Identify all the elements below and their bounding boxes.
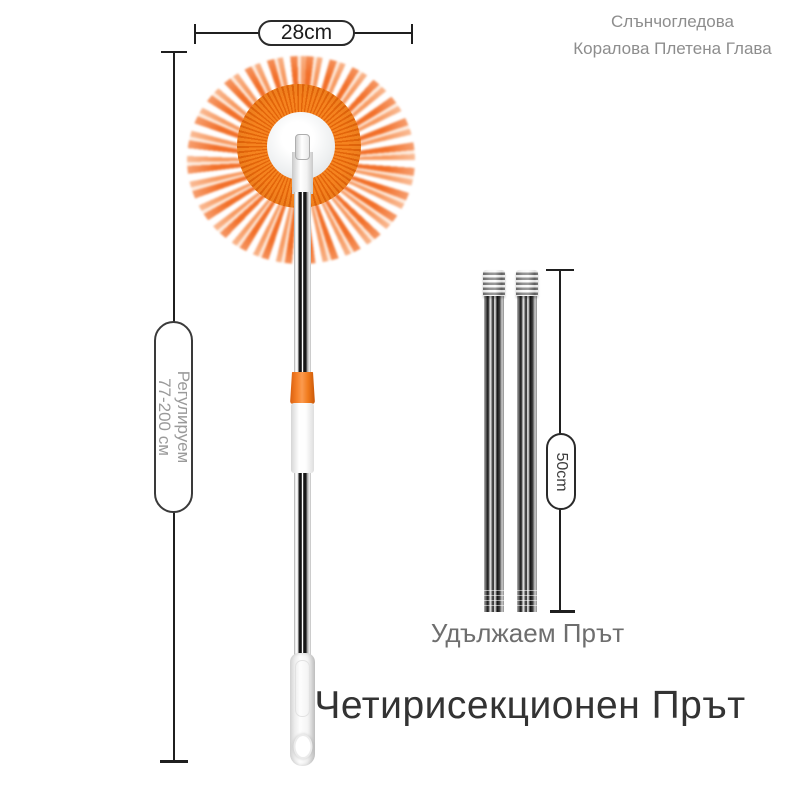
four-section-pole-caption: Четирисекционен Прът [314,684,746,727]
mop-head-connector [292,152,313,194]
product-title-line1: Слънчогледова [610,12,735,31]
pole-lock-collar [290,372,315,404]
pole-upper-section [294,192,311,374]
extension-length-value: 50cm [553,451,570,492]
mop-head-swivel-joint [295,134,310,160]
pole-lower-section [294,472,311,655]
head-width-dimension-tick-right [411,24,413,44]
adjustable-length-tick-bottom [160,760,188,763]
extension-pole-caption: Удължаем Прът [430,618,625,648]
handle-hanging-hole [293,734,312,759]
extension-pole-1 [484,272,504,612]
head-width-value: 28cm [280,21,333,44]
product-title: Слънчогледова Коралова Плетена Глава [555,8,790,62]
pole-handle-grip [290,653,315,766]
adjustable-length-line2: 77-200 см [154,378,174,456]
extension-pole-2-cap [516,270,538,296]
extension-length-tick-top [546,269,574,271]
pole-white-sleeve [291,403,314,473]
adjustable-length-tick-top [161,51,187,53]
adjustable-length-line1: Регулируем [173,370,193,464]
extension-pole-2-thread-rings [517,586,537,606]
extension-pole-2 [517,272,537,612]
extension-length-label: 50cm [546,433,576,510]
extension-length-tick-bottom [550,610,575,613]
head-width-label: 28cm [258,20,355,46]
product-title-line2: Коралова Плетена Глава [573,39,772,58]
adjustable-length-text: Регулируем 77-200 см [155,371,193,464]
extension-pole-1-thread-rings [484,586,504,606]
extension-pole-1-cap [483,270,505,296]
adjustable-length-label: Регулируем 77-200 см [154,321,193,513]
head-width-dimension-tick-left [194,24,196,44]
handle-groove [295,660,310,717]
